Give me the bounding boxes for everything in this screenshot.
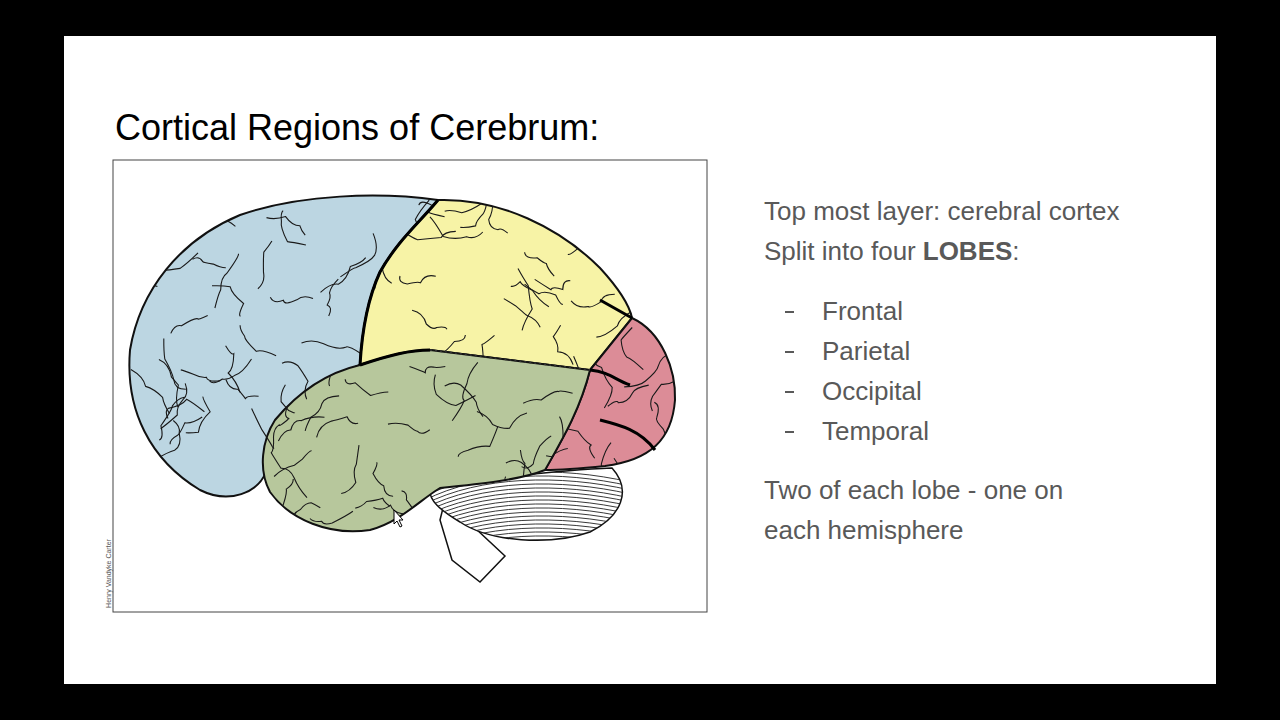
lobe-name: Occipital [822, 376, 922, 407]
list-bullet [785, 391, 794, 393]
image-credit: Henry Vandyke Carter [105, 524, 112, 624]
list-bullet [785, 351, 794, 353]
body-text: Split into four [764, 236, 916, 267]
lobe-name: Frontal [822, 296, 903, 327]
list-bullet [785, 311, 794, 313]
lobe-name: Parietal [822, 336, 910, 367]
lobe-name: Temporal [822, 416, 929, 447]
body-text: Two of each lobe - one on each hemispher… [764, 470, 1114, 550]
bold-term: LOBES [923, 236, 1013, 267]
list-bullet [785, 431, 794, 433]
punctuation: : [1012, 236, 1019, 267]
body-text: Top most layer: cerebral cortex [764, 196, 1119, 227]
slide-title: Cortical Regions of Cerebrum: [115, 107, 599, 149]
